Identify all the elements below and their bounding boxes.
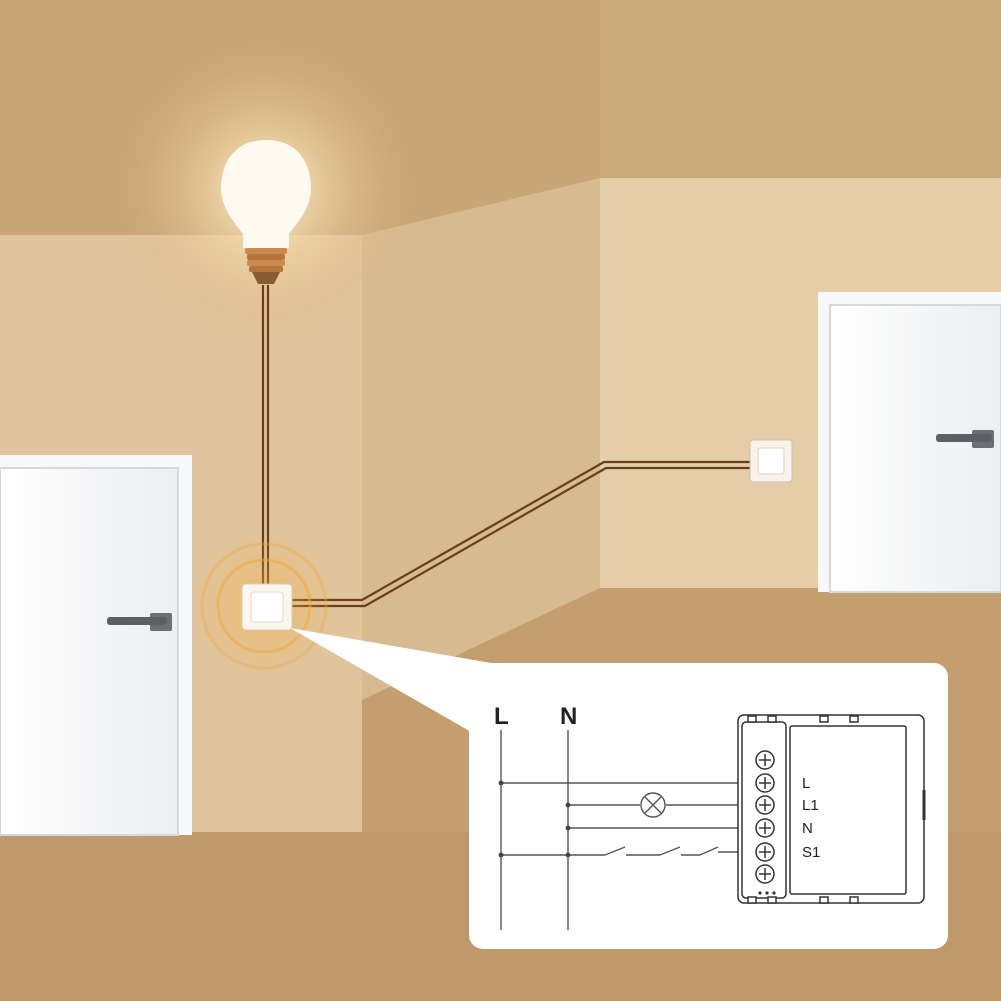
diagram-wires	[500, 730, 752, 930]
indicator-dots	[758, 891, 776, 895]
switch-glow-ring-outer	[200, 542, 328, 670]
smart-switch[interactable]	[241, 583, 293, 631]
terminal-label-n: N	[802, 820, 813, 837]
wall-middle	[362, 178, 600, 700]
wall-switch[interactable]	[749, 439, 793, 483]
right-door-handle[interactable]	[936, 430, 994, 448]
rail-label-live: L	[494, 703, 509, 730]
terminal-label-l1: L1	[802, 797, 819, 814]
switch-glow-ring-inner	[216, 558, 312, 654]
lamp-symbol-icon	[640, 792, 666, 818]
callout-pointer	[290, 628, 520, 760]
rail-label-neutral: N	[560, 703, 577, 730]
junction-dots	[498, 780, 571, 858]
ceiling-right	[600, 0, 1001, 178]
left-door-handle[interactable]	[107, 613, 172, 631]
terminal-screws	[755, 750, 775, 884]
terminal-label-l: L	[802, 775, 810, 792]
right-door[interactable]	[818, 292, 1001, 593]
wiring-diagram-panel: L N	[469, 663, 948, 949]
relay-module	[737, 714, 926, 904]
light-bulb-icon	[221, 140, 311, 284]
left-door[interactable]	[0, 455, 192, 836]
terminal-label-s1: S1	[802, 844, 820, 861]
